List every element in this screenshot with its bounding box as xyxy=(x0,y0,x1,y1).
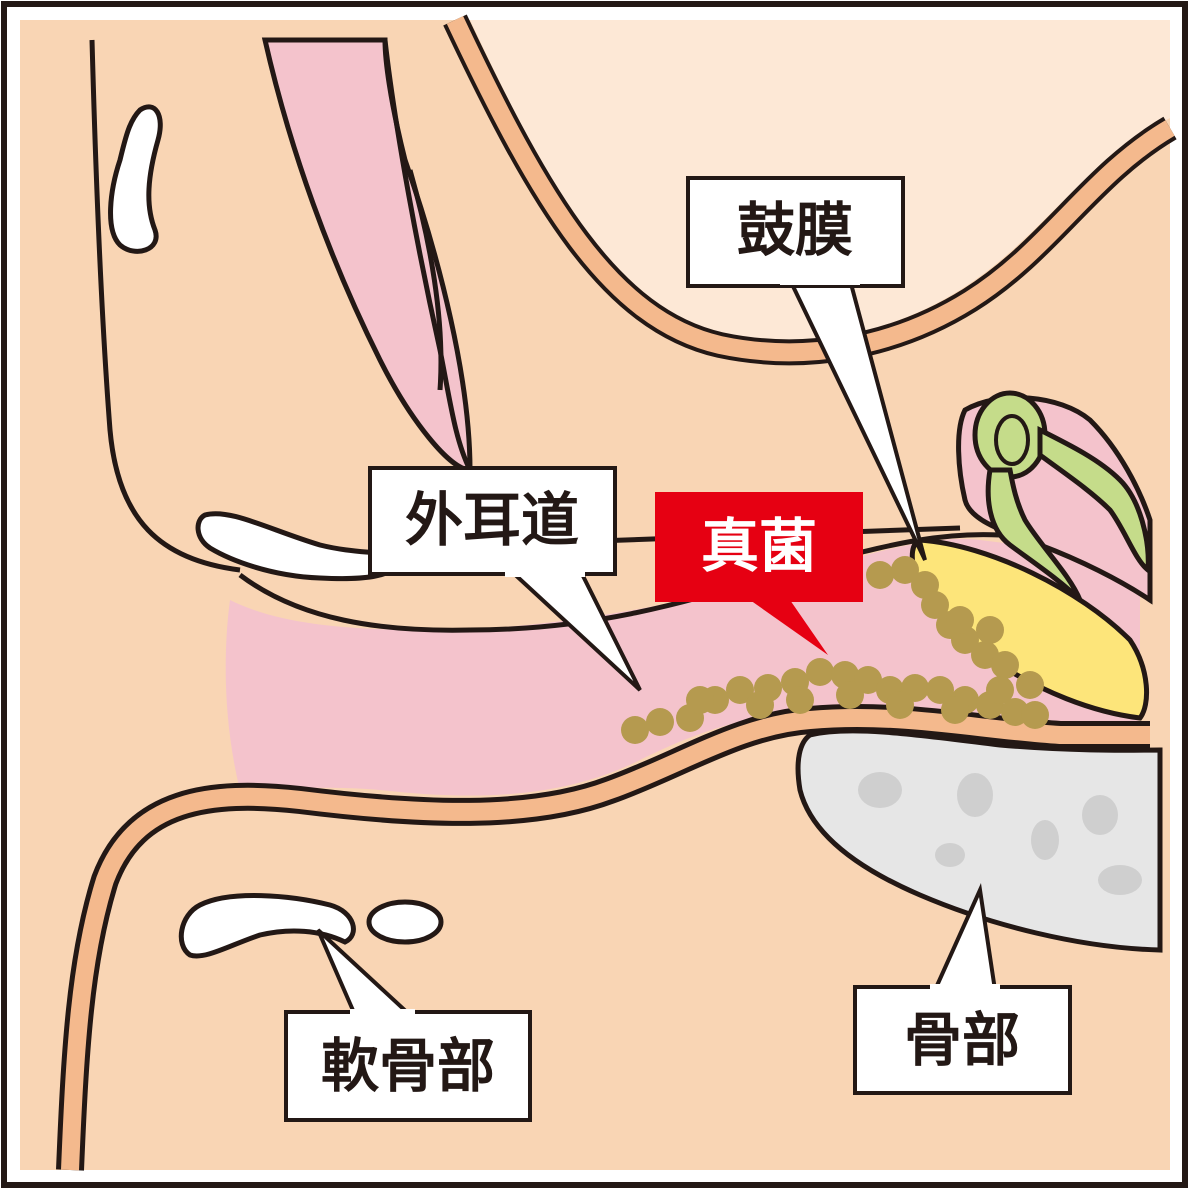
cartilage-highlight xyxy=(178,893,356,959)
fungus-dot xyxy=(686,686,714,714)
label-fungus: 真菌 xyxy=(655,492,863,655)
label-eardrum-text: 鼓膜 xyxy=(737,196,853,264)
fungus-dot xyxy=(976,616,1004,644)
label-ear-canal: 外耳道 xyxy=(368,466,642,692)
label-ear-canal-box xyxy=(368,466,617,576)
fungus-dot xyxy=(746,691,774,719)
fungus-dot xyxy=(866,561,894,589)
label-fungus-box xyxy=(655,492,863,602)
canal-upper-wall xyxy=(238,532,1001,633)
bone-spot xyxy=(957,773,993,817)
skull-band-upper-fill xyxy=(446,16,1175,362)
ossicle-malleus-head-inner xyxy=(994,414,1030,466)
canal-floor-band-fill xyxy=(61,708,1150,1171)
ossicle-incus xyxy=(1037,425,1151,575)
fungus-dot xyxy=(621,716,649,744)
auricle-inner-line xyxy=(382,39,473,472)
fungus-dot xyxy=(891,556,919,584)
fungus-dot xyxy=(806,658,834,686)
illustration-area xyxy=(20,14,1177,1171)
fungus-dot xyxy=(1016,671,1044,699)
label-cartilage-part-box xyxy=(284,1010,532,1122)
auricle-highlight xyxy=(108,104,163,254)
cartilage-highlight-small xyxy=(366,899,444,945)
label-eardrum-box xyxy=(686,176,905,288)
bone-spot xyxy=(858,772,902,808)
fungus-dot xyxy=(926,676,954,704)
bone-spot xyxy=(935,843,965,867)
ear-canal-passage xyxy=(225,538,1140,796)
fungus-dot xyxy=(886,691,914,719)
fungus-dot xyxy=(986,676,1014,704)
label-bone-part-text: 骨部 xyxy=(904,1006,1020,1074)
fungus-dot xyxy=(646,708,674,736)
auricle-ridge xyxy=(407,169,444,391)
fungus-colonies xyxy=(621,556,1049,744)
fungus-dot xyxy=(726,676,754,704)
bone-spot xyxy=(1098,865,1142,895)
label-fungus-text: 真菌 xyxy=(701,512,817,580)
fungus-dot xyxy=(1021,701,1049,729)
label-eardrum: 鼓膜 xyxy=(686,176,927,561)
label-cartilage-part: 軟骨部 xyxy=(284,928,532,1122)
fungus-dot xyxy=(836,681,864,709)
fungus-dot xyxy=(921,591,949,619)
fungus-dot xyxy=(991,651,1019,679)
fungus-dot xyxy=(941,696,969,724)
ossicle-malleus-handle xyxy=(985,467,1083,602)
fungus-dot xyxy=(786,686,814,714)
fungus-dot xyxy=(946,606,974,634)
label-ear-canal-text: 外耳道 xyxy=(405,486,579,554)
bone-spot xyxy=(1031,820,1059,860)
auricle-outline xyxy=(89,39,241,573)
label-fungus-pointer xyxy=(750,600,828,655)
label-bone-part: 骨部 xyxy=(853,882,1072,1095)
bone-spot xyxy=(1082,795,1118,835)
label-cartilage-part-text: 軟骨部 xyxy=(321,1032,495,1100)
